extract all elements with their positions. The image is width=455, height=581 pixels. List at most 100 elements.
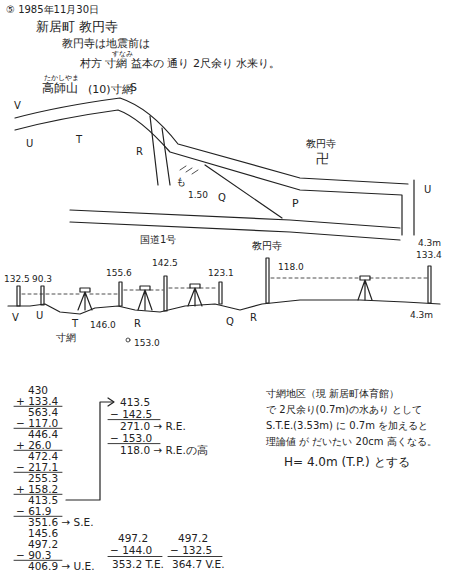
sight-line (124, 290, 163, 291)
handwritten-note: R (250, 312, 257, 324)
level-staff (17, 286, 20, 306)
handwritten-note: 155.6 (106, 268, 132, 278)
handwritten-note: 430 (28, 384, 48, 396)
handwritten-note: 卍 (316, 152, 329, 167)
sum-line (108, 556, 162, 557)
handwritten-note: U (424, 184, 431, 196)
handwritten-note: 364.7 V.E. (172, 558, 225, 570)
sight-line (22, 294, 118, 295)
handwritten-note: − 90.3 (16, 549, 52, 561)
handwritten-note: − 217.1 (16, 461, 58, 473)
handwritten-note: 497.2 (178, 532, 208, 544)
handwritten-note: 446.4 (28, 428, 58, 440)
sum-line (168, 556, 222, 557)
road-line (413, 180, 414, 235)
handwritten-note: 472.4 (28, 450, 58, 462)
road-line (15, 98, 408, 184)
handwritten-note: 353.2 T.E. (112, 558, 164, 570)
handwritten-note: 新居町 教円寺 (36, 20, 118, 35)
handwritten-note: T (76, 134, 82, 146)
level-staff (41, 286, 44, 305)
handwritten-note: 142.5 (152, 258, 178, 268)
handwritten-note: − 142.5 (110, 408, 152, 420)
handwritten-note: 村方 寸網 益本の 通り 2尺余り 水来り。 (80, 58, 280, 71)
handwritten-note: 118.0 (278, 262, 304, 272)
handwritten-note: 寸網地区（現 新居町体育館） (266, 388, 399, 400)
handwritten-note: + 26.0 (16, 439, 52, 451)
handwritten-note: R (134, 318, 141, 330)
handwritten-note: + 158.2 (16, 483, 58, 495)
handwritten-note: 255.3 (28, 472, 58, 484)
handwritten-note: + 133.4 (16, 395, 58, 407)
road-line (162, 128, 170, 185)
handwritten-note: (10)寸網 (88, 84, 133, 97)
handwritten-note: ⑤ 1985年11月30日 (6, 4, 99, 16)
handwritten-note: Q (218, 192, 226, 204)
handwritten-note: で 2尺余り(0.7m)の水あり として (266, 404, 422, 416)
handwritten-note: 寸網 (56, 332, 76, 344)
handwritten-note: 145.6 (28, 527, 58, 539)
handwritten-note: 国道1号 (140, 234, 176, 246)
level-staff (266, 258, 269, 303)
handwritten-note: − 117.0 (16, 417, 58, 429)
point-mark (126, 338, 130, 342)
handwritten-note: 563.4 (28, 406, 58, 418)
handwritten-note: 高師山 (42, 82, 78, 96)
handwritten-note: 4.3m (410, 310, 433, 320)
handwritten-note: − 132.5 (170, 544, 212, 556)
handwritten-note: U (36, 310, 43, 322)
handwritten-note: V (14, 100, 21, 112)
handwritten-note: 132.5 (4, 274, 30, 284)
handwritten-note: T (72, 318, 78, 330)
handwritten-note: − 153.0 (110, 432, 152, 444)
handwritten-note: − 144.0 (110, 544, 152, 556)
road-line (205, 165, 282, 218)
handwritten-note: も (176, 176, 186, 188)
handwritten-note: 4.3m (418, 238, 441, 248)
handwritten-note: 413.5 (120, 396, 150, 408)
level-instrument (358, 276, 372, 300)
hatch-mark (180, 166, 198, 174)
sight-line (169, 288, 218, 289)
handwritten-note: 教円寺 (252, 240, 282, 252)
handwritten-note: 497.2 (28, 538, 58, 550)
handwritten-note: U (26, 138, 33, 150)
road-line (150, 116, 158, 185)
level-staff (164, 276, 167, 311)
level-staff (219, 282, 222, 304)
handwritten-note: S.T.E.(3.53m) に 0.7m を加えると (266, 420, 428, 432)
level-instrument (78, 288, 92, 310)
level-instrument (188, 284, 202, 306)
handwritten-note: 153.0 (134, 338, 160, 348)
arrow-head (108, 398, 114, 406)
handwritten-note: すなみ (112, 50, 133, 58)
road-line (15, 110, 402, 235)
handwritten-note: 406.9 → U.E. (28, 560, 95, 572)
level-staff (119, 282, 122, 306)
level-instrument (138, 286, 152, 310)
handwritten-note: V (12, 312, 19, 324)
carry-arrow (66, 402, 113, 500)
handwritten-note: 教円寺 (306, 138, 336, 150)
handwritten-note: 1.50 (188, 190, 208, 200)
ground-profile (8, 300, 440, 314)
handwritten-note: 118.0 → R.E.の高 (120, 444, 208, 456)
handwritten-note: P (292, 198, 299, 211)
handwritten-note: 教円寺は地震前は (62, 38, 150, 51)
handwritten-note: S (130, 82, 137, 95)
handwritten-note: R (136, 146, 143, 158)
handwritten-note: 271.0 → R.E. (120, 420, 186, 432)
handwritten-note: Q (226, 316, 234, 328)
handwritten-note: 351.6 → S.E. (28, 516, 94, 528)
handwritten-note: 413.5 (28, 494, 58, 506)
highway-line (70, 222, 400, 240)
handwritten-note: 理論値 が だいたい 20cm 高くなる。 (266, 436, 437, 448)
highway-line (70, 210, 400, 228)
handwritten-note: 497.2 (118, 532, 148, 544)
handwritten-note: 146.0 (90, 320, 116, 330)
handwritten-note: 123.1 (208, 268, 234, 278)
handwritten-note: 133.4 (416, 250, 442, 260)
handwritten-note: H= 4.0m (T.P.) とする (284, 456, 410, 470)
level-staff (428, 266, 431, 303)
sight-line (271, 278, 427, 279)
